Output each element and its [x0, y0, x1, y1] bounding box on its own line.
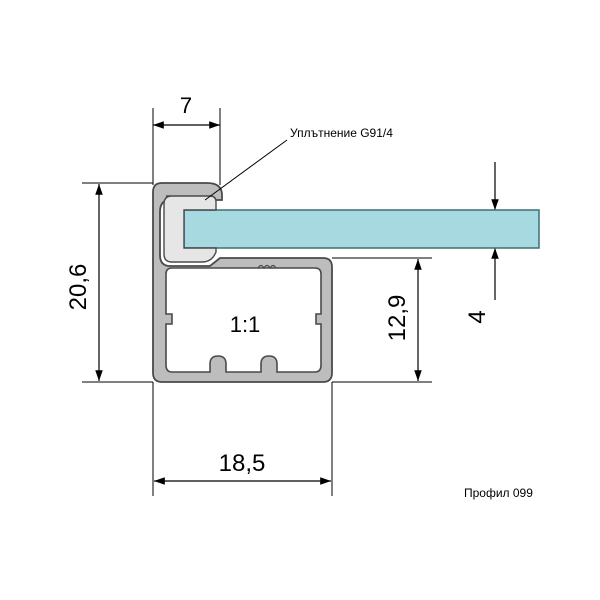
scale-label: 1:1 [230, 312, 261, 337]
seal-leader-line [204, 139, 288, 201]
extension-lines [82, 108, 539, 496]
glass-pane [183, 209, 540, 249]
dim-inner-height: 12,9 [384, 295, 411, 342]
dim-top-width: 7 [180, 93, 192, 118]
profile-label: Профил 099 [464, 486, 533, 500]
dim-glass-thickness: 4 [464, 310, 491, 323]
seal-gasket [163, 195, 217, 263]
seal-label: Уплътнение G91/4 [290, 126, 393, 140]
dim-bottom-width: 18,5 [219, 450, 266, 477]
dim-total-height: 20,6 [65, 264, 92, 311]
